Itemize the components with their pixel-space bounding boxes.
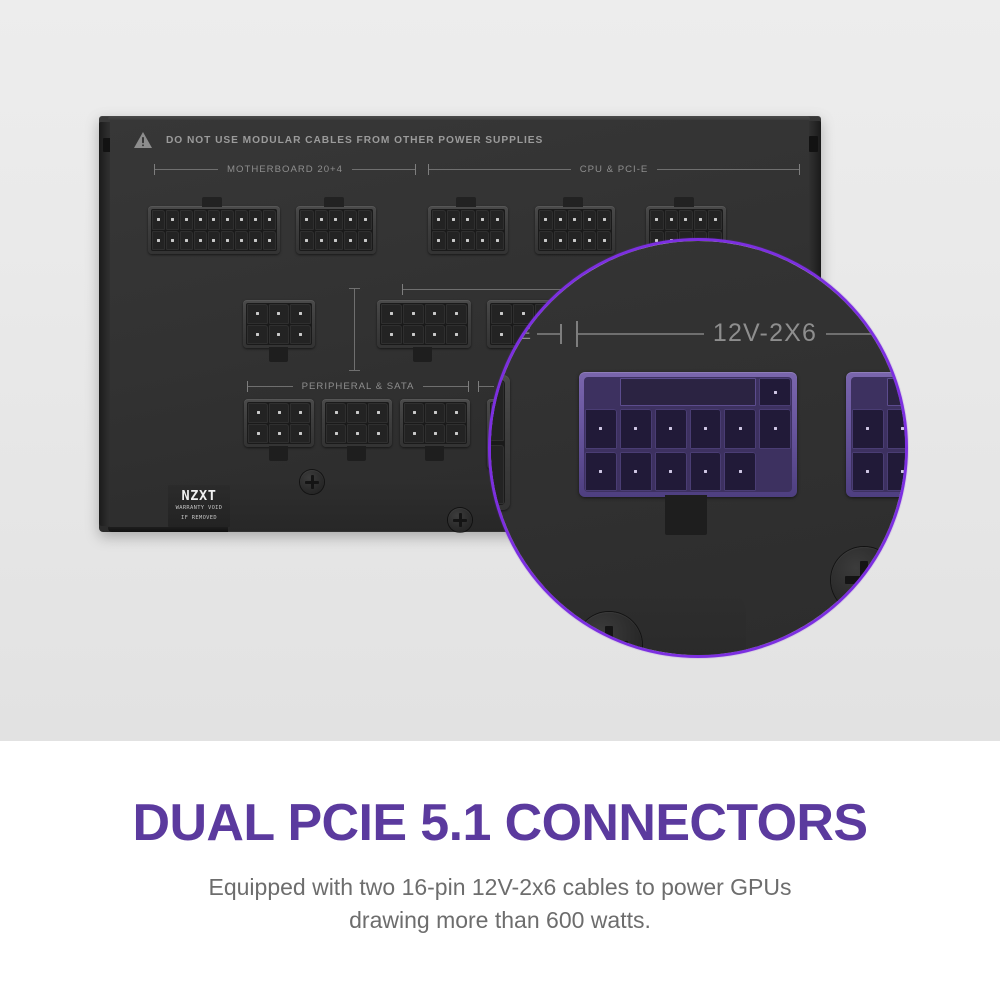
bracket-rule-left: [248, 386, 293, 387]
mag-bracket-label-12v: 12V-2X6: [712, 319, 818, 347]
bracket-rule-left: [155, 169, 219, 170]
psu-left-notch: [103, 138, 111, 152]
bracket-tick-left: [154, 164, 155, 175]
product-photo-panel: DO NOT USE MODULAR CABLES FROM OTHER POW…: [0, 0, 1000, 741]
bracket-cpu-pcie: CPU & PCI-E: [428, 163, 801, 176]
subline-line-1: Equipped with two 16-pin 12V-2x6 cables …: [208, 874, 792, 900]
bracket-tick-left: [402, 284, 403, 295]
bracket-tick-left: [576, 320, 578, 347]
bracket-rule-left: [578, 332, 704, 335]
warning-triangle-icon: [134, 132, 152, 148]
latch-tab: [456, 197, 476, 207]
warning-row: DO NOT USE MODULAR CABLES FROM OTHER POW…: [133, 131, 543, 149]
connector-peripheral-mid-1: [243, 300, 315, 362]
bracket-tick-right: [799, 164, 801, 175]
bracket-tick-right: [415, 164, 416, 175]
mag-connector-12v-2x6-left: [579, 372, 797, 535]
connector-sata-1: [244, 399, 314, 461]
latch-tab: [347, 446, 366, 461]
subline: Equipped with two 16-pin 12V-2x6 cables …: [0, 871, 1000, 938]
mag-bracket-label-ce: CE: [505, 323, 533, 343]
screw-left: [300, 470, 324, 494]
bracket-rule-left: [403, 289, 561, 290]
latch-tab: [665, 495, 707, 535]
bracket-rule-left: [491, 332, 501, 335]
bracket-tick-right: [560, 323, 563, 344]
mag-bracket-12v: 12V-2X6: [576, 319, 905, 347]
latch-tab: [202, 197, 222, 207]
caption-block: DUAL PCIE 5.1 CONNECTORS Equipped with t…: [0, 741, 1000, 1000]
bracket-tick-left: [428, 164, 429, 175]
warning-text: DO NOT USE MODULAR CABLES FROM OTHER POW…: [166, 134, 544, 146]
bracket-rule-left: [479, 386, 494, 387]
latch-tab: [425, 446, 444, 461]
bracket-label-motherboard: MOTHERBOARD 20+4: [227, 164, 343, 175]
connector-sata-2: [322, 399, 392, 461]
sideband-strip: [619, 378, 757, 406]
bracket-rule-right: [826, 332, 905, 335]
warranty-sticker: NZXT WARRANTY VOID IF REMOVED: [168, 485, 230, 527]
subline-line-2: drawing more than 600 watts.: [349, 907, 651, 934]
connector-pcie-top-4: [646, 197, 726, 254]
bracket-tick-left: [478, 381, 479, 392]
latch-tab: [269, 347, 288, 362]
connector-pcie-top-1: [296, 197, 376, 254]
magnifier-content: CPU: [491, 241, 905, 655]
bracket-tick-right: [468, 381, 470, 392]
mag-bracket-ce: CE: [491, 323, 563, 344]
psu-left-edge: [99, 122, 111, 526]
connector-motherboard-24pin: [148, 197, 280, 254]
bracket-rule-right: [657, 169, 800, 170]
bracket-label-cpu-pcie: CPU & PCI-E: [579, 164, 649, 175]
latch-tab: [324, 197, 344, 207]
nzxt-logo: NZXT: [181, 487, 217, 504]
connector-cpu-mid-1: [377, 300, 471, 362]
mag-screw-right: [831, 547, 897, 613]
latch-tab: [563, 197, 583, 207]
psu-right-notch: [809, 136, 818, 152]
magnifier-circle: CPU: [488, 238, 908, 658]
screw-center: [448, 508, 472, 532]
bracket-rule-right: [537, 332, 561, 335]
bracket-rule-right: [351, 169, 415, 170]
latch-tab: [674, 197, 694, 207]
mag-connector-12v-2x6-right: [846, 372, 905, 497]
warranty-line-2: IF REMOVED: [181, 514, 217, 521]
warranty-line-1: WARRANTY VOID: [175, 505, 223, 512]
bracket-rule-left: [429, 169, 571, 170]
bracket-tick-left: [247, 381, 248, 392]
psu-top-lip: [108, 116, 810, 120]
bracket-rule-right: [423, 386, 469, 387]
sideband-strip: [886, 378, 905, 406]
mag-connector-ce-2pin: [491, 375, 510, 510]
headline: DUAL PCIE 5.1 CONNECTORS: [132, 794, 869, 852]
bracket-dropline-cap: [349, 288, 360, 289]
connector-sata-3: [400, 399, 470, 461]
latch-tab: [269, 446, 288, 461]
bracket-label-peripheral-sata: PERIPHERAL & SATA: [301, 381, 415, 392]
bracket-dropline: [349, 288, 360, 371]
bracket-motherboard: MOTHERBOARD 20+4: [154, 163, 416, 176]
bracket-peripheral-sata: PERIPHERAL & SATA: [247, 380, 470, 393]
latch-tab: [413, 347, 432, 362]
